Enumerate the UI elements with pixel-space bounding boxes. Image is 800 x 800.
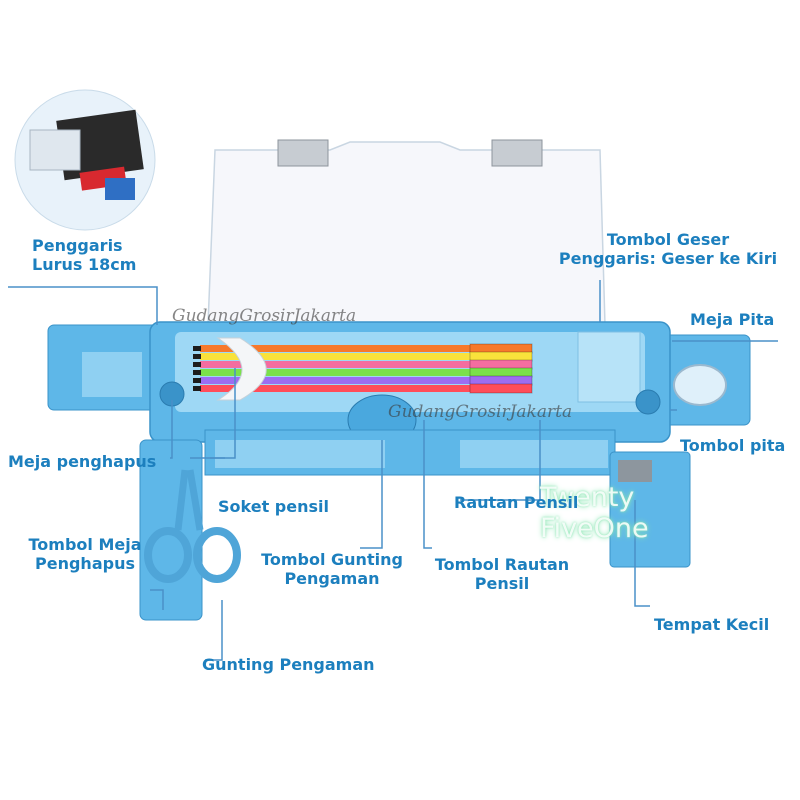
scissors [144,469,241,583]
tape-roll [673,364,727,406]
pen-body [200,345,470,352]
lid-clip-left [277,139,329,167]
pen-cap [469,383,533,394]
label-tombol-rautan-pensil: Tombol Rautan Pensil [434,555,570,593]
label-tempat-kecil: Tempat Kecil [654,615,770,634]
leader-lines [8,280,778,661]
pen-body [200,369,470,376]
watermark-gudang-middle: GudangGrosirJakarta [388,402,573,422]
pen-tip [193,386,201,391]
pen-tip [193,354,201,359]
marker-pens [193,337,533,401]
pen-tip [193,370,201,375]
watermark-gudang-top: GudangGrosirJakarta [172,306,357,326]
label-tombol-meja-penghapus: Tombol Meja Penghapus [28,535,142,573]
pen-tip [193,362,201,367]
label-meja-penghapus: Meja penghapus [8,452,157,471]
label-tombol-pita: Tombol pita [680,436,786,455]
sharpener [618,460,652,482]
label-gunting-pengaman: Gunting Pengaman [202,655,375,674]
pen-body [200,361,470,368]
pen-body [200,385,470,392]
label-soket-pensil: Soket pensil [218,497,329,516]
pen-body [200,353,470,360]
tape-button-knob [635,389,661,415]
label-tombol-gunting-pengaman: Tombol Gunting Pengaman [261,550,403,588]
label-penggaris-lurus: Penggaris Lurus 18cm [32,236,137,274]
label-tombol-geser-penggaris: Tombol Geser Penggaris: Geser ke Kiri [558,230,778,268]
label-meja-pita: Meja Pita [690,310,775,329]
label-rautan-pensil: Rautan Pensil [454,493,579,512]
watermark-twenty-five-one: Twenty FiveOne [540,482,649,544]
pen-body [200,377,470,384]
lid-clip-right [491,139,543,167]
pen-tip [193,346,201,351]
pen-tip [193,378,201,383]
pencil-socket [216,337,267,401]
ruler-inset-circle [14,89,156,231]
